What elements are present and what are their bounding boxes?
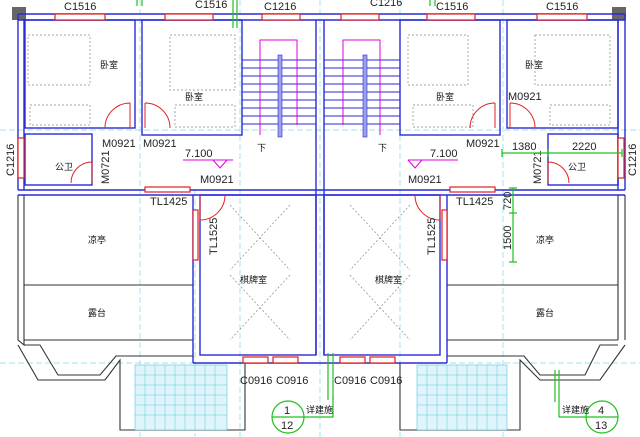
door-label: TL1525: [208, 218, 220, 255]
door-label: TL1525: [426, 218, 438, 255]
svg-text:13: 13: [595, 420, 607, 432]
dimension-lines: 1380 2220 720 1500: [136, 0, 623, 402]
svg-text:详建施: 详建施: [562, 404, 589, 416]
window-label: C0916: [240, 375, 272, 387]
room-label-card-room: 棋牌室: [240, 274, 267, 286]
room-label-bedroom: 卧室: [525, 59, 543, 71]
room-label-bathroom: 公卫: [568, 162, 586, 173]
stair-down-label: 下: [257, 144, 266, 154]
svg-text:720: 720: [502, 192, 514, 210]
room-label-bathroom: 公卫: [55, 162, 73, 173]
window-label: C1216: [264, 1, 296, 13]
door-label: M0921: [200, 174, 234, 186]
room-label-card-room: 棋牌室: [375, 274, 402, 286]
windows: [17, 13, 625, 364]
room-label-pavilion: 凉亭: [536, 234, 554, 246]
svg-text:2220: 2220: [572, 141, 596, 153]
room-label-bedroom: 卧室: [185, 91, 203, 103]
room-label-bedroom: 卧室: [100, 59, 118, 71]
window-label: C1516: [195, 0, 227, 11]
window-label: C1216: [5, 144, 17, 176]
svg-text:1500: 1500: [502, 226, 514, 250]
room-label-terrace: 露台: [88, 307, 106, 319]
door-label: M0921: [143, 138, 177, 150]
elevation-mark: 7.100 7.100: [183, 148, 458, 169]
walls: [12, 7, 626, 431]
svg-text:1: 1: [284, 405, 290, 417]
door-label: TL1425: [150, 196, 187, 208]
door-label: TL1425: [456, 196, 493, 208]
window-label: C0916: [334, 375, 366, 387]
window-label: C0916: [370, 375, 402, 387]
doors: [70, 102, 570, 221]
furniture: [27, 34, 611, 341]
detail-callout: 4 13 详建施: [558, 400, 619, 434]
svg-text:7.100: 7.100: [185, 148, 213, 160]
window-label: C1216: [370, 0, 402, 9]
svg-text:详建施: 详建施: [306, 404, 333, 416]
svg-text:12: 12: [281, 420, 293, 432]
window-label: C0916: [276, 375, 308, 387]
tiled-area: [134, 364, 508, 431]
door-label: M0921: [102, 138, 136, 150]
room-label-terrace: 露台: [536, 307, 554, 319]
door-label: M0921: [508, 91, 542, 103]
stair-down-label: 下: [378, 144, 387, 154]
staircase: 下 下: [242, 39, 400, 154]
room-label-bedroom: 卧室: [436, 91, 454, 103]
window-label: C1516: [436, 1, 468, 13]
door-label: M0721: [100, 150, 112, 184]
svg-text:1380: 1380: [512, 141, 536, 153]
detail-callout: 1 12 详建施: [271, 395, 334, 434]
window-label: C1516: [546, 1, 578, 13]
room-label-pavilion: 凉亭: [88, 234, 106, 246]
svg-text:7.100: 7.100: [430, 148, 458, 160]
door-label: M0921: [466, 138, 500, 150]
door-label: M0921: [408, 174, 442, 186]
svg-text:4: 4: [598, 405, 604, 417]
window-label: C1516: [64, 1, 96, 13]
door-label: M0721: [532, 150, 544, 184]
window-label: C1216: [627, 144, 639, 176]
